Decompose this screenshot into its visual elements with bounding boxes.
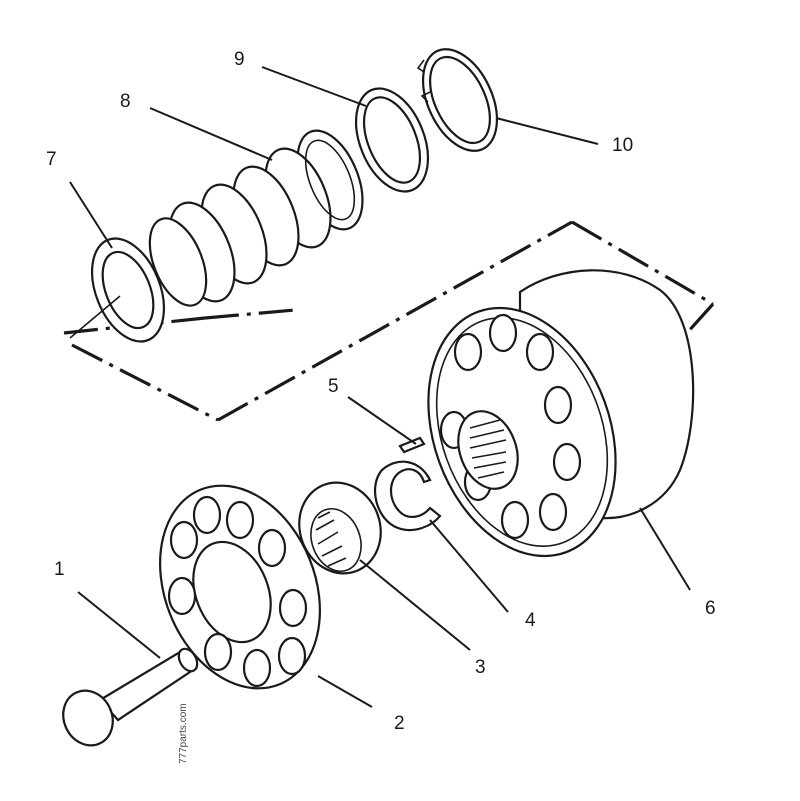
- callout-8: 8: [120, 91, 131, 112]
- callout-1: 1: [54, 559, 65, 580]
- callout-3: 3: [475, 657, 486, 678]
- part-washer-upper: [354, 87, 430, 193]
- callout-9: 9: [234, 49, 245, 70]
- part-split-collar: [373, 460, 442, 532]
- leader-lines: [69, 66, 691, 708]
- callout-4: 4: [525, 610, 536, 631]
- part-cylinder-block: [427, 269, 695, 558]
- callout-5: 5: [328, 376, 339, 397]
- part-key: [398, 436, 426, 454]
- callout-labels: 1 2 3 4 5 6 7 8 9 10: [46, 49, 716, 734]
- part-spherical-bushing: [298, 481, 382, 575]
- callout-7: 7: [46, 149, 57, 170]
- part-spring: [148, 129, 364, 307]
- callout-10: 10: [612, 135, 633, 156]
- callout-6: 6: [705, 598, 716, 619]
- callout-2: 2: [394, 713, 405, 734]
- part-pin: [62, 647, 199, 747]
- part-retainer-plate: [159, 484, 321, 690]
- watermark-text: 777parts.com: [178, 703, 189, 764]
- part-washer-lower: [69, 237, 166, 343]
- part-snap-ring: [416, 48, 499, 152]
